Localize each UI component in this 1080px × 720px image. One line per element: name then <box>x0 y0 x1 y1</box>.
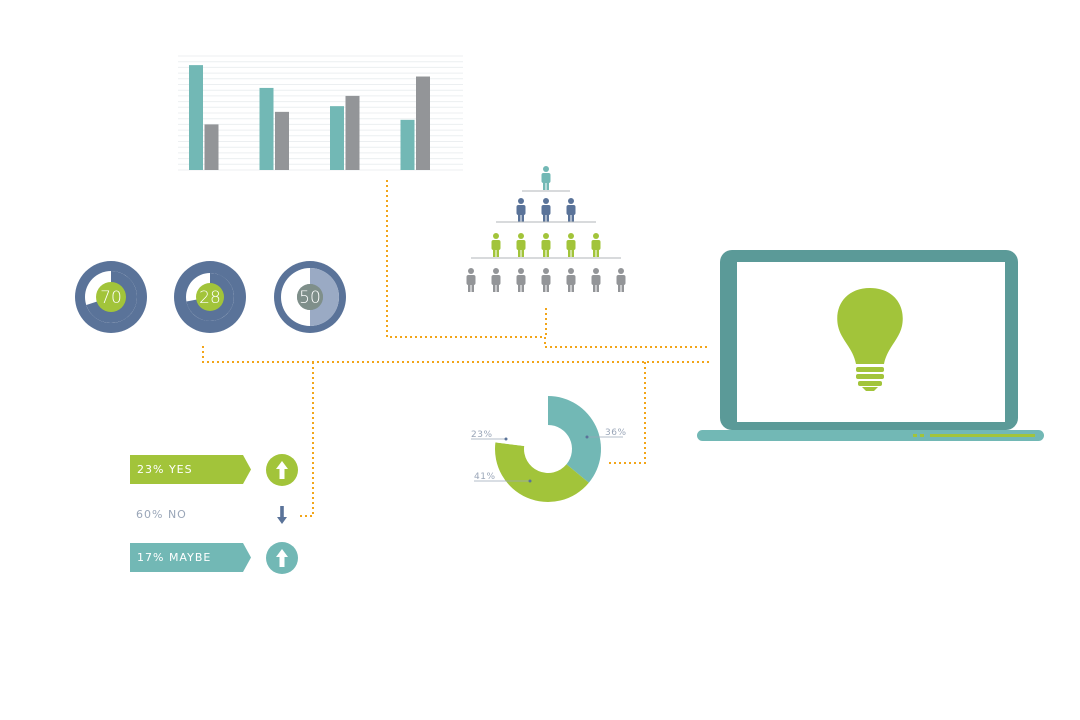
people-pyramid <box>466 166 626 292</box>
person-icon <box>466 268 476 292</box>
person-icon <box>566 268 576 292</box>
bar <box>189 65 203 170</box>
poll-maybe: 17% MAYBE <box>130 543 251 572</box>
person-icon <box>516 233 526 257</box>
donut-label: 36% <box>605 428 627 438</box>
bar <box>416 76 430 170</box>
connector-gauges-to-laptop <box>202 346 712 363</box>
person-icon <box>566 233 576 257</box>
donut-leader-dot <box>528 479 532 483</box>
person-icon <box>516 198 526 222</box>
donut-leader-dot <box>504 437 508 441</box>
bar <box>275 111 289 170</box>
lightbulb-icon <box>837 288 903 391</box>
bar <box>259 87 274 170</box>
person-icon <box>491 233 501 257</box>
gauge: 70 <box>75 261 147 333</box>
gauge: 50 <box>274 261 346 333</box>
donut-slice <box>548 396 601 483</box>
laptop-base <box>697 430 1044 441</box>
person-icon <box>491 268 501 292</box>
donut-slice <box>494 442 589 503</box>
person-icon <box>541 268 551 292</box>
bar-chart <box>178 55 463 171</box>
bar <box>345 95 360 170</box>
bar <box>330 106 344 170</box>
donut-leader-dot <box>585 435 589 439</box>
gauge-center <box>297 284 323 310</box>
laptop-base-stripe <box>930 434 1035 437</box>
poll-icons <box>266 454 298 574</box>
gauge-center <box>196 283 224 311</box>
person-icon <box>591 233 601 257</box>
connector-lines <box>202 180 712 517</box>
person-icon <box>566 198 576 222</box>
poll-yes-label: 23% YES <box>137 463 193 476</box>
gauge-value: 28 <box>199 288 221 308</box>
gauge-fill <box>310 268 339 326</box>
gauge-center <box>96 282 126 312</box>
connector-bar-to-laptop <box>386 180 710 348</box>
arrow-down-icon <box>277 506 287 524</box>
person-icon <box>516 268 526 292</box>
gauge-value: 50 <box>299 288 321 308</box>
laptop-dot <box>913 434 917 437</box>
donut-chart: 36% 41% 23% <box>471 396 627 503</box>
poll-yes: 23% YES <box>130 455 251 484</box>
person-icon <box>541 166 551 190</box>
gauge-value: 70 <box>100 288 122 308</box>
donut-slice <box>495 396 548 446</box>
bar <box>204 124 219 170</box>
donut-label: 41% <box>474 472 496 482</box>
donut-label: 23% <box>471 430 493 440</box>
laptop <box>697 250 1044 441</box>
arrow-up-icon <box>266 542 298 574</box>
poll-yes-shape <box>130 455 251 484</box>
person-icon <box>591 268 601 292</box>
gauge-group: 70 28 50 <box>75 261 346 333</box>
poll-no-label: 60% NO <box>136 508 187 521</box>
laptop-dot <box>920 434 924 437</box>
connector-to-donut <box>606 362 646 464</box>
person-icon <box>541 233 551 257</box>
poll-maybe-shape <box>130 543 251 572</box>
bar <box>400 119 415 170</box>
connector-to-poll <box>299 362 314 517</box>
person-icon <box>616 268 626 292</box>
person-icon <box>541 198 551 222</box>
arrow-up-icon <box>266 454 298 486</box>
poll-maybe-label: 17% MAYBE <box>137 551 212 564</box>
gauge: 28 <box>174 261 246 333</box>
